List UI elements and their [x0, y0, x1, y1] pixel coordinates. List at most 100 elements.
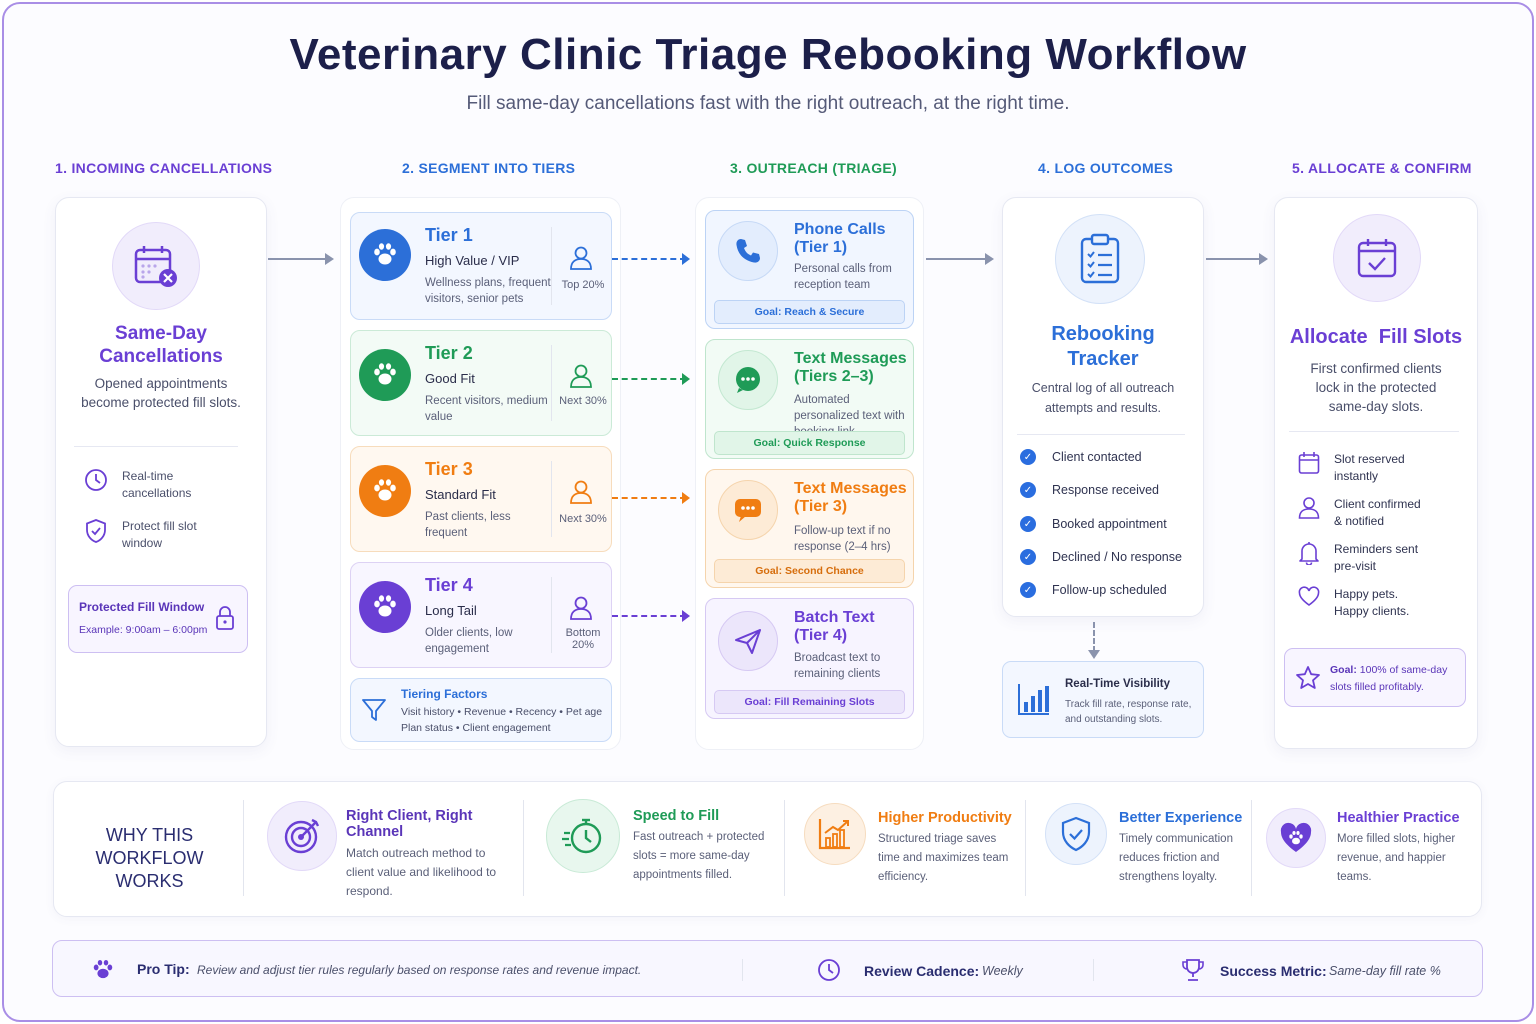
outreach-batch-card: Batch Text (Tier 4) Broadcast text to re… [705, 598, 914, 719]
clipboard-icon [1055, 214, 1145, 304]
divider [551, 227, 552, 305]
tier-1-segment: High Value / VIP [425, 253, 520, 268]
star-icon [1295, 665, 1321, 696]
column-heading-outreach: 3. OUTREACH (TRIAGE) [730, 160, 897, 176]
tracker-card: Rebooking Tracker Central log of all out… [1002, 197, 1204, 617]
flow-arrow [926, 253, 994, 265]
heart-icon [1298, 586, 1320, 613]
user-icon [569, 595, 593, 626]
page-title: Veterinary Clinic Triage Rebooking Workf… [289, 30, 1247, 79]
divider [1251, 800, 1252, 896]
tracker-item: ✓Booked appointment [1020, 516, 1167, 532]
arrow-head [1088, 650, 1100, 659]
flow-arrow [612, 253, 690, 265]
tracker-description: Central log of all outreach attempts and… [1031, 381, 1175, 415]
outreach-followup-card: Text Messages (Tier 3) Follow-up text if… [705, 469, 914, 588]
divider [1017, 434, 1185, 435]
calendar-icon [1298, 451, 1320, 480]
check-icon: ✓ [1020, 516, 1036, 532]
tracker-item: ✓ Follow-up scheduled [1020, 582, 1167, 598]
why-item-title: Better Experience [1119, 810, 1243, 826]
incoming-card: Same-Day Cancellations Opened appointmen… [55, 197, 267, 747]
tiering-factors-title: Tiering Factors [401, 687, 488, 701]
user-icon [569, 479, 593, 510]
tracker-item: ✓Declined / No response [1020, 549, 1182, 565]
page-subtitle: Fill same-day cancellations fast with th… [466, 93, 1070, 114]
why-heading: WHY THIS WORKFLOW WORKS [95, 825, 204, 891]
tier-3-description: Past clients, less frequent [425, 511, 511, 539]
funnel-icon [361, 697, 387, 728]
divider [523, 800, 524, 896]
divider [1093, 959, 1094, 981]
outreach-text-card: Text Messages (Tiers 2–3) Automated pers… [705, 339, 914, 459]
tracker-title: Rebooking Tracker [1051, 323, 1155, 370]
allocate-item-label: Reminders sent pre-visit [1334, 542, 1419, 573]
tracker-item-label: Follow-up scheduled [1052, 583, 1167, 597]
success-metric-value: Same-day fill rate % [1329, 964, 1441, 978]
paw-icon [91, 958, 115, 987]
check-icon: ✓ [1020, 549, 1036, 565]
visibility-title: Real-Time Visibility [1065, 678, 1171, 690]
flow-arrow [612, 373, 690, 385]
review-cadence-value: Weekly [982, 964, 1023, 978]
user-icon [569, 245, 593, 276]
protected-fill-window-box: Protected Fill Window Example: 9:00am – … [68, 585, 248, 653]
outreach-followup-goal: Goal: Second Chance [714, 559, 905, 583]
tier-1-card: Tier 1 High Value / VIP Wellness plans, … [350, 212, 612, 320]
flow-arrow [612, 610, 690, 622]
lock-icon [215, 604, 235, 637]
tier-4-description: Older clients, low engagement [425, 627, 513, 655]
why-item-description: Match outreach method to client value an… [346, 846, 497, 898]
check-icon: ✓ [1020, 582, 1036, 598]
why-item-description: Timely communication reduces friction an… [1119, 833, 1233, 883]
divider [742, 959, 743, 981]
why-item-description: Fast outreach + protected slots = more s… [633, 831, 765, 881]
bell-icon [1298, 541, 1320, 570]
allocate-item-label: Client confirmed & notified [1334, 497, 1421, 528]
why-item-title: Right Client, Right Channel [346, 808, 473, 840]
allocate-item: Happy pets. Happy clients. [1298, 586, 1414, 620]
tier-1-name: Tier 1 [425, 225, 473, 245]
flow-arrow [1093, 622, 1095, 652]
outreach-phone-goal: Goal: Reach & Secure [714, 300, 905, 324]
shield-icon [1045, 803, 1107, 865]
chat-icon [718, 350, 778, 410]
divider [1289, 431, 1459, 432]
flow-arrow [268, 253, 334, 265]
tier-1-share: Top 20% [561, 279, 605, 291]
tier-2-segment: Good Fit [425, 371, 475, 386]
target-icon [267, 801, 337, 871]
divider [551, 345, 552, 421]
paw-icon [359, 349, 411, 401]
pro-tip-text: Review and adjust tier rules regularly b… [197, 963, 642, 977]
why-item-title: Higher Productivity [878, 810, 1012, 826]
phone-icon [718, 221, 778, 281]
why-item-productivity: Higher Productivity Structured triage sa… [878, 810, 1018, 887]
protected-window-title: Protected Fill Window [79, 600, 205, 614]
allocate-item: Slot reserved instantly [1298, 451, 1414, 485]
allocate-title: Allocate Fill Slots [1289, 326, 1463, 348]
allocate-goal-text: 100% of same-day slots filled profitably… [1330, 664, 1448, 693]
bar-chart-icon [1017, 682, 1051, 721]
divider [551, 461, 552, 537]
column-heading-log: 4. LOG OUTCOMES [1038, 160, 1174, 176]
allocate-item-label: Happy pets. Happy clients. [1334, 587, 1410, 618]
tiering-factors-box: Tiering Factors Visit history • Revenue … [350, 678, 612, 742]
tracker-item-label: Response received [1052, 483, 1160, 497]
feature-protect-window: Protect fill slot window [122, 519, 197, 550]
why-item-description: Structured triage saves time and maximiz… [878, 833, 1009, 883]
tiering-factors-line-2: Plan status • Client engagement [401, 722, 551, 734]
paw-icon [359, 229, 411, 281]
allocate-item: Client confirmed & notified [1298, 496, 1424, 530]
send-icon [718, 611, 778, 671]
clock-icon [817, 958, 841, 987]
why-item-title: Speed to Fill [633, 808, 720, 824]
heart-paw-icon [1266, 808, 1326, 868]
allocate-goal-label: Goal: [1330, 664, 1357, 676]
check-icon: ✓ [1020, 449, 1036, 465]
protected-window-example: Example: 9:00am – 6:00pm [79, 624, 208, 636]
column-heading-segment: 2. SEGMENT INTO TIERS [402, 160, 576, 176]
clock-icon [84, 468, 108, 497]
visibility-description: Track fill rate, response rate, and outs… [1065, 699, 1192, 725]
feature-realtime-cancellations: Real-time cancellations [122, 469, 192, 500]
